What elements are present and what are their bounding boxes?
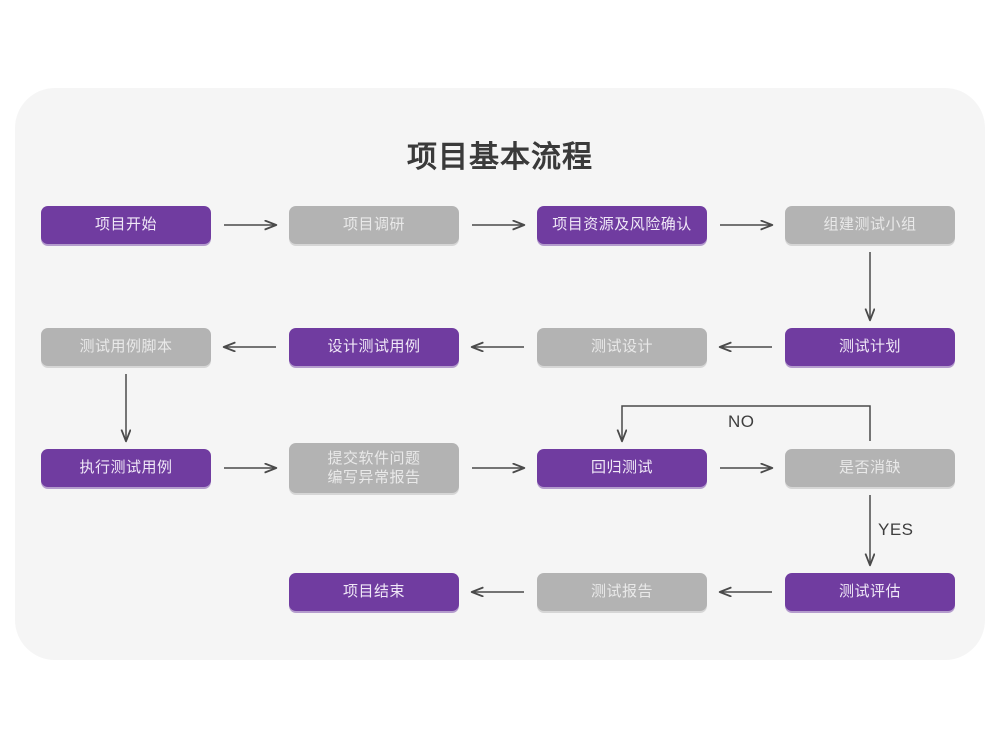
- node-project-start[interactable]: 项目开始: [41, 206, 211, 244]
- node-label: 执行测试用例: [79, 459, 173, 477]
- node-test-case-script[interactable]: 测试用例脚本: [41, 328, 211, 366]
- node-test-report[interactable]: 测试报告: [537, 573, 707, 611]
- node-label: 是否消缺: [838, 459, 901, 477]
- edge-label-no: NO: [728, 412, 755, 431]
- node-label: 测试评估: [838, 583, 901, 601]
- node-project-research[interactable]: 项目调研: [289, 206, 459, 244]
- node-defects-cleared-decision[interactable]: 是否消缺: [785, 449, 955, 487]
- node-label: 项目结束: [342, 583, 405, 601]
- node-build-test-team[interactable]: 组建测试小组: [785, 206, 955, 244]
- node-label: 测试用例脚本: [79, 338, 173, 356]
- node-label: 测试计划: [838, 338, 901, 356]
- node-label: 设计测试用例: [327, 338, 421, 356]
- page-title: 项目基本流程: [407, 141, 593, 174]
- node-test-design[interactable]: 测试设计: [537, 328, 707, 366]
- node-label: 提交软件问题 编写异常报告: [327, 449, 421, 487]
- node-execute-test-case[interactable]: 执行测试用例: [41, 449, 211, 487]
- node-project-end[interactable]: 项目结束: [289, 573, 459, 611]
- node-label: 项目资源及风险确认: [552, 216, 692, 234]
- edge-label-yes: YES: [878, 520, 914, 539]
- node-submit-bug-report[interactable]: 提交软件问题 编写异常报告: [289, 443, 459, 493]
- node-test-plan[interactable]: 测试计划: [785, 328, 955, 366]
- node-label: 测试设计: [590, 338, 653, 356]
- diagram-panel: [15, 88, 985, 660]
- node-design-test-case[interactable]: 设计测试用例: [289, 328, 459, 366]
- node-label: 测试报告: [590, 583, 653, 601]
- node-label: 回归测试: [590, 459, 653, 477]
- node-label: 项目开始: [94, 216, 157, 234]
- node-resource-risk-confirm[interactable]: 项目资源及风险确认: [537, 206, 707, 244]
- node-regression-test[interactable]: 回归测试: [537, 449, 707, 487]
- node-test-evaluation[interactable]: 测试评估: [785, 573, 955, 611]
- node-label: 组建测试小组: [823, 216, 917, 234]
- node-label: 项目调研: [342, 216, 405, 234]
